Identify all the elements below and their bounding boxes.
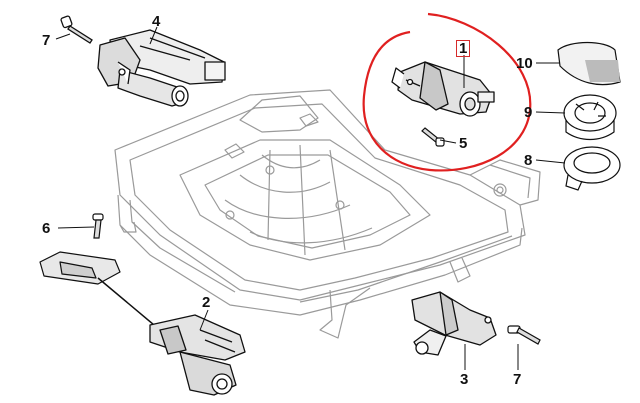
label-10: 10 — [516, 55, 533, 72]
mounting-bolt-left-illustration — [92, 213, 104, 239]
label-2: 2 — [202, 294, 211, 311]
label-7-bottom-right: 7 — [513, 371, 522, 388]
label-3: 3 — [460, 371, 469, 388]
leader-lines — [55, 26, 566, 370]
left-slide-motor-illustration — [39, 251, 161, 331]
seat-frame — [114, 89, 541, 339]
retaining-ring-illustration — [563, 146, 621, 191]
backrest-motor-illustration — [97, 29, 226, 107]
label-8: 8 — [524, 152, 533, 169]
label-9: 9 — [524, 104, 533, 121]
label-5: 5 — [459, 135, 468, 152]
cover-pad-illustration — [557, 41, 621, 86]
bolt-top-left-illustration — [60, 15, 93, 44]
height-adjust-motor-illustration — [149, 314, 246, 396]
label-4: 4 — [152, 13, 161, 30]
red-highlight-circle — [362, 12, 532, 172]
label-6: 6 — [42, 220, 51, 237]
label-7-top-left: 7 — [42, 32, 51, 49]
tilt-adjust-motor-illustration — [411, 291, 497, 356]
seat-motor-illustration — [391, 61, 495, 117]
mounting-screw-top-illustration — [421, 127, 445, 147]
bolt-bottom-right-illustration — [507, 325, 541, 345]
bearing-ring-illustration — [563, 94, 617, 141]
label-1-highlighted: 1 — [456, 40, 471, 57]
